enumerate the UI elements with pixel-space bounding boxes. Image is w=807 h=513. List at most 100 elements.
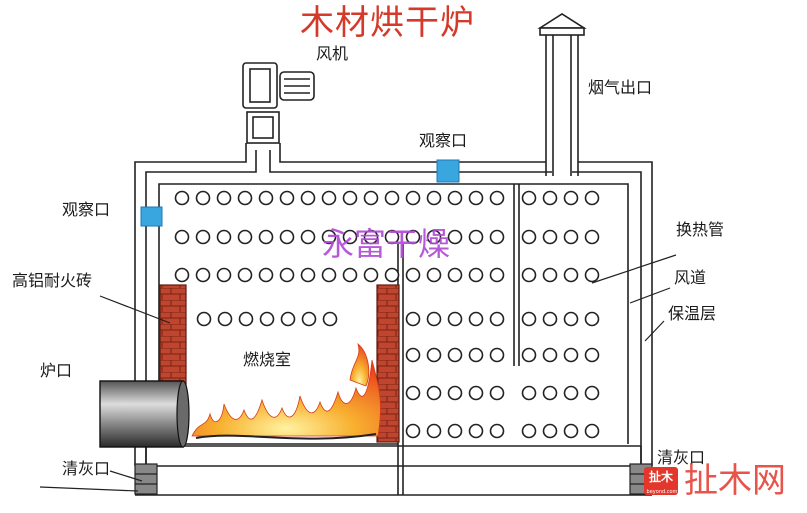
tube-end — [342, 190, 358, 206]
tube-end — [542, 385, 558, 401]
tube-end — [521, 267, 537, 283]
tube-end — [258, 267, 274, 283]
tube-end — [584, 229, 600, 245]
label-air-duct: 风道 — [674, 268, 707, 287]
tube-end — [563, 347, 579, 363]
tube-end — [216, 190, 232, 206]
tube-end — [584, 347, 600, 363]
tube-end — [426, 385, 442, 401]
tube-end — [237, 267, 253, 283]
tube-end — [521, 229, 537, 245]
tube-end — [489, 190, 505, 206]
tube-end — [489, 347, 505, 363]
tube-end — [584, 423, 600, 439]
tube-end — [238, 311, 254, 327]
label-window-left: 观察口 — [62, 200, 111, 219]
tube-end — [584, 311, 600, 327]
tube-end — [321, 229, 337, 245]
tube-end — [584, 385, 600, 401]
tube-end — [405, 229, 421, 245]
tube-end — [489, 311, 505, 327]
label-insulation: 保温层 — [668, 304, 717, 323]
label-ash-left: 清灰口 — [62, 459, 111, 478]
tube-end — [542, 423, 558, 439]
tube-end — [447, 423, 463, 439]
tube-end — [468, 311, 484, 327]
tube-end — [384, 267, 400, 283]
diagram-title: 木材烘干炉 — [300, 3, 475, 43]
tube-end — [468, 267, 484, 283]
window-left — [140, 206, 163, 227]
chimney — [537, 13, 587, 176]
label-fan: 风机 — [316, 44, 349, 63]
brick-wall-right — [376, 284, 400, 443]
ash-doors — [134, 463, 653, 495]
tube-end — [489, 385, 505, 401]
tube-end — [174, 229, 190, 245]
label-combustion: 燃烧室 — [243, 350, 292, 369]
brand-text: 扯木网 — [684, 461, 786, 501]
tube-end — [563, 423, 579, 439]
tube-end — [584, 267, 600, 283]
tube-end — [563, 267, 579, 283]
furnace-door — [99, 380, 190, 448]
tube-end — [342, 229, 358, 245]
tube-end — [521, 190, 537, 206]
tube-end — [489, 423, 505, 439]
tube-end — [217, 311, 233, 327]
tube-end — [405, 423, 421, 439]
ash-door-left — [134, 463, 158, 495]
label-window-top: 观察口 — [419, 131, 468, 150]
label-heat-pipe: 换热管 — [676, 220, 725, 239]
tube-end — [542, 229, 558, 245]
tube-end — [237, 190, 253, 206]
fan-unit — [242, 62, 315, 144]
tube-end — [426, 423, 442, 439]
tube-end — [405, 347, 421, 363]
tube-end — [258, 190, 274, 206]
tube-end — [196, 311, 212, 327]
tube-end — [447, 190, 463, 206]
leader-lines — [39, 254, 677, 492]
tube-end — [489, 267, 505, 283]
flames — [191, 342, 381, 440]
tube-end — [405, 311, 421, 327]
tube-end — [195, 267, 211, 283]
tube-end — [300, 229, 316, 245]
brand-logo-sub: beyond.com — [646, 489, 678, 495]
tube-end — [468, 229, 484, 245]
tube-end — [195, 229, 211, 245]
tube-end — [563, 311, 579, 327]
tube-end — [259, 311, 275, 327]
tube-end — [426, 347, 442, 363]
tube-end — [258, 229, 274, 245]
tube-end — [468, 385, 484, 401]
tube-end — [216, 229, 232, 245]
tube-end — [321, 267, 337, 283]
tube-end — [447, 385, 463, 401]
tube-end — [301, 311, 317, 327]
tube-end — [563, 229, 579, 245]
tube-end — [542, 311, 558, 327]
window-top — [436, 159, 460, 183]
tube-end — [279, 267, 295, 283]
tube-end — [405, 385, 421, 401]
observation-windows — [140, 159, 460, 227]
tube-end — [363, 267, 379, 283]
tube-end — [521, 423, 537, 439]
tube-end — [321, 190, 337, 206]
tube-end — [279, 229, 295, 245]
tube-end — [447, 267, 463, 283]
tube-end — [384, 229, 400, 245]
tube-end — [280, 311, 296, 327]
tube-end — [563, 190, 579, 206]
tube-end — [468, 423, 484, 439]
tube-end — [300, 267, 316, 283]
tube-end — [426, 311, 442, 327]
label-furnace-door: 炉口 — [40, 361, 73, 380]
tube-end — [521, 385, 537, 401]
tube-end — [279, 190, 295, 206]
tube-end — [363, 229, 379, 245]
tube-end — [521, 311, 537, 327]
